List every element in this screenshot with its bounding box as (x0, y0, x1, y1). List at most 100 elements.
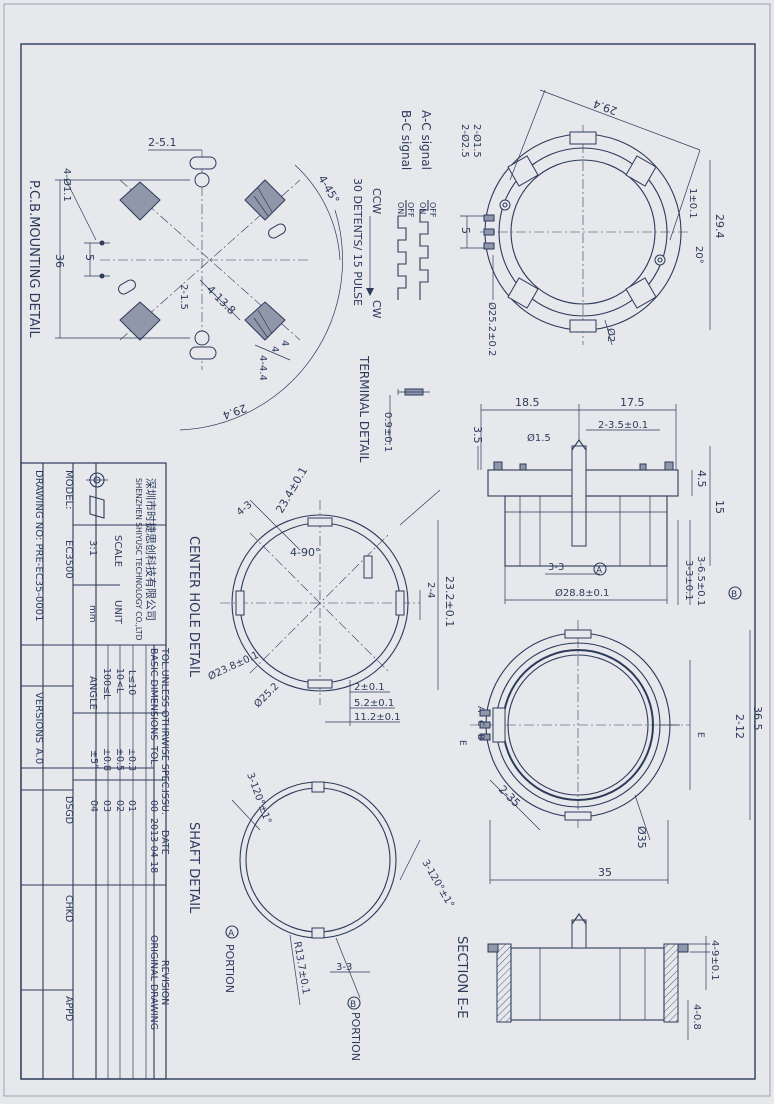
letter-a-1: A (596, 566, 603, 576)
dim-shaft-2: R13.7±0.1 (291, 941, 311, 996)
dim-bottom-3: Ø35 (635, 826, 648, 849)
issu-label: . ISSU. (159, 784, 170, 815)
signal-detents: 30 DETENTS/ 15 PULSE (351, 178, 364, 306)
label-portion-a: PORTION (223, 944, 236, 993)
rev-4-issu: 04 (88, 800, 99, 812)
dim-center-1: 23.4±0.1 (273, 465, 310, 516)
letter-b-1: B (731, 590, 737, 600)
tol-label: TOL. (148, 745, 159, 768)
dim-center-5: Ø23.8±0.1 (206, 649, 260, 683)
dim-top-6: 5 (459, 227, 472, 234)
dim-center-3: 2-4 (425, 582, 436, 598)
dim-top-4: 1±0.1 (687, 188, 698, 219)
dim-center-6: Ø25.2 (252, 680, 282, 710)
dim-pcb-9: 4 (269, 346, 280, 352)
signal-diagram: A-C signal B-C signal OFF ON OFF ON CCW … (351, 110, 437, 319)
unit-value: mm (87, 605, 97, 623)
dim-pcb-5: 2-1.5 (178, 284, 189, 310)
title-center: CENTER HOLE DETAIL (186, 536, 201, 678)
dim-top-7: Ø25.2±0.2 (486, 302, 498, 356)
dim-pcb-8: 4 (279, 340, 290, 346)
dim-section-1: 4-0.8 (691, 1004, 702, 1030)
dim-pcb-10: 29.4 (221, 401, 248, 422)
basic-dim: BASIC DIMENSIONS (148, 648, 159, 740)
dim-side-9: 3-3±0.1 (683, 560, 694, 601)
dim-top-2: 2-Ø2.5 (459, 124, 471, 158)
rev-3-issu: 03 (101, 800, 112, 812)
terminal-detail: 0.9±0.1 TERMINAL DETAIL (357, 355, 430, 463)
dim-bottom-2: 2-35 (496, 783, 523, 810)
dim-pcb-4: 36 (53, 254, 66, 268)
signal-on-1: ON (418, 202, 427, 214)
tol-row-2-val: ±0.8 (101, 748, 112, 771)
dim-side-5: 4.5 (695, 470, 708, 488)
title-section: SECTION E-E (454, 936, 469, 1019)
shaft-detail: 3-120°±1° 3-120°±1° R13.7±0.1 3-3 A PORT… (186, 771, 456, 1061)
dim-side-0: 18.5 (515, 396, 540, 409)
dim-bottom-8: E (457, 740, 467, 746)
dim-top-8: Ø2 (605, 328, 617, 342)
angle-tol: ±5° (88, 750, 99, 769)
title-shaft: SHAFT DETAIL (186, 822, 201, 914)
signal-ccw: CCW (370, 188, 383, 214)
model-label: MODEL: (63, 470, 74, 509)
dim-side-8: 3-6.5±0.1 (695, 556, 706, 606)
dim-shaft-1: 3-120°±1° (419, 858, 455, 910)
date-label: DATE (159, 830, 170, 855)
letter-a-2: A (228, 929, 235, 939)
dim-bottom-1: 2-12 (733, 714, 746, 739)
company-en: SHENZHEN SHIYUSC TECHNOLOGY CO.,LTD (134, 478, 143, 641)
dim-bottom-4: 35 (598, 866, 612, 879)
signal-cw: CW (370, 300, 383, 319)
dim-side-7: 3-3 (548, 562, 564, 573)
dim-center-0: 4-3 (235, 499, 255, 518)
appd-label: APPD (63, 996, 74, 1021)
dim-side-1: 17.5 (620, 396, 645, 409)
rev-0-date: 2013-04-18 (148, 818, 159, 873)
dim-terminal: 0.9±0.1 (382, 412, 393, 452)
dim-center-2: 4-90° (290, 546, 320, 559)
scale-label: SCALE (112, 535, 123, 567)
dim-pcb-2: 4-45° (315, 173, 341, 206)
angle-label-visible: ANGLE (87, 676, 98, 710)
title-terminal: TERMINAL DETAIL (357, 355, 371, 463)
signal-off-1: OFF (428, 202, 437, 218)
dim-center-8: 5.2±0.1 (354, 698, 394, 709)
dim-center-9: 11.2±0.1 (354, 712, 401, 723)
outer-frame (3, 3, 771, 1097)
letter-b-2: B (350, 1000, 356, 1010)
rev-0-issu: 00 (148, 800, 159, 812)
dim-top-3: 29.4 (713, 214, 726, 239)
dim-pcb-0: 2-5.1 (148, 136, 176, 149)
dim-top-5: 20° (693, 246, 704, 264)
top-view: 29.4 2-Ø1.5 2-Ø2.5 29.4 1±0.1 20° 5 Ø25.… (459, 89, 726, 356)
rev-2-issu: 02 (114, 800, 125, 812)
dim-top-0: 29.4 (592, 97, 619, 118)
dim-bottom-9: E (695, 732, 705, 738)
rev-1-issu: 01 (126, 800, 137, 812)
versions-label: VERSIONS (33, 692, 44, 743)
signal-off-2: OFF (406, 202, 415, 218)
dim-pcb-7: 4-4.4 (257, 355, 268, 381)
dim-shaft-3: 3-3 (336, 962, 352, 973)
dim-bottom-6: C (475, 720, 485, 726)
tol-row-0-len: L≤10 (126, 670, 137, 695)
versions-value: A.0 (33, 748, 44, 764)
section-ee: 4-9±0.1 4-0.8 SECTION E-E (454, 913, 720, 1040)
title-block: 深圳市时捷思创科技有限公司 SHENZHEN SHIYUSC TECHNOLOG… (20, 462, 170, 1080)
dim-side-6: 15 (713, 500, 726, 514)
signal-ac: A-C signal (419, 110, 433, 170)
revision-label: REVISION (159, 960, 170, 1005)
scale-value: 3:1 (87, 540, 98, 556)
dim-center-4: 23.2±0.1 (443, 576, 456, 627)
dim-bottom-5: A (475, 706, 485, 713)
dim-side-10: Ø28.8±0.1 (555, 587, 609, 599)
chkd-label: CHKD (63, 895, 74, 922)
drawing-no: DRAWING NO: PRE-EC35-0001 (33, 470, 44, 622)
dsgd-label: DSGD (63, 796, 74, 824)
tol-header: TOL.UNLESS OTHRWISE SPEC. (159, 647, 170, 791)
tol-row-1-val: ±0.5 (114, 748, 125, 771)
dim-side-2: 3.5 (471, 426, 484, 444)
